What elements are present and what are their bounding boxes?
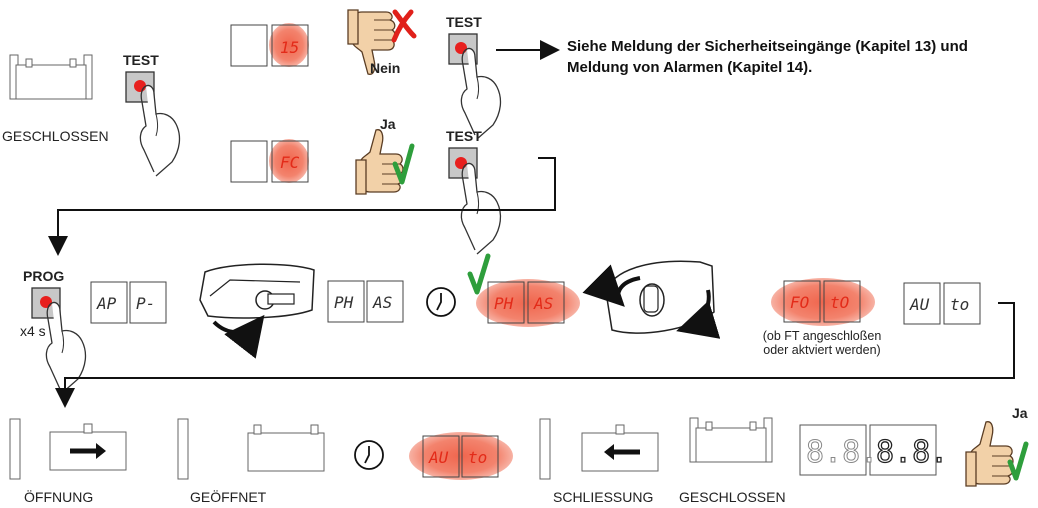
ft-note: (ob FT angeschloßen oder aktviert werden…: [742, 329, 902, 357]
test-button-2: [448, 33, 502, 140]
display-1-text: 15: [280, 38, 299, 57]
display-5: [476, 279, 580, 327]
display-4a-text: PH: [334, 293, 354, 312]
geschlossen-label-1: GESCHLOSSEN: [2, 128, 109, 144]
display-8b-text: to: [468, 448, 487, 467]
display-6: [771, 278, 875, 326]
gate-open-icon: [177, 418, 325, 480]
connector-row1-row2: [48, 157, 556, 256]
display-3a-text: AP: [96, 294, 117, 313]
display-6b-text: tO: [830, 293, 849, 312]
display-4: [327, 280, 404, 323]
key-lock-icon-1: [199, 263, 315, 359]
connector-row2-row3: [55, 302, 1015, 408]
test-button-1: [125, 71, 181, 177]
display-5a-text: PH: [494, 294, 514, 313]
ft-note-line1: (ob FT angeschloßen: [762, 329, 882, 343]
prog-time-label: x4 s: [20, 323, 46, 339]
schliessung-label: SCHLIESSUNG: [553, 489, 654, 505]
display-8a-text: AU: [428, 448, 449, 467]
display-9: [799, 424, 937, 476]
display-9a-text: 8.8.: [806, 435, 878, 470]
nein-label: Nein: [370, 60, 401, 76]
test-button-3: [448, 147, 502, 255]
clock-icon-2: [354, 440, 384, 470]
cross-icon: [391, 9, 417, 43]
display-8: [409, 432, 513, 480]
test-label-1: TEST: [123, 52, 159, 68]
display-1: [230, 23, 309, 67]
gate-closing-icon: [539, 418, 659, 480]
check-icon-2: [467, 253, 491, 295]
display-2: [230, 139, 309, 183]
gate-closed-icon-2: [689, 417, 773, 463]
geschlossen-label-2: GESCHLOSSEN: [679, 489, 786, 505]
display-7b-text: to: [950, 295, 969, 314]
ja-label-1: Ja: [380, 116, 396, 132]
safety-note: Siehe Meldung der Sicherheitseingänge (K…: [567, 38, 968, 76]
oeffnung-label: ÖFFNUNG: [24, 489, 94, 505]
test-label-2: TEST: [446, 14, 482, 30]
check-icon: [392, 143, 415, 185]
display-9b-text: 8.8.: [876, 435, 948, 470]
test-label-3: TEST: [446, 128, 482, 144]
clock-icon-1: [426, 287, 456, 317]
display-3: [90, 281, 167, 324]
geoeffnet-label: GEÖFFNET: [190, 489, 267, 505]
display-4b-text: AS: [372, 293, 392, 312]
ja-label-2: Ja: [1012, 405, 1028, 421]
display-2-text: FC: [280, 153, 300, 172]
gate-closed-icon: [9, 54, 93, 100]
display-6a-text: FO: [790, 293, 809, 312]
check-icon-3: [1007, 441, 1029, 481]
prog-button: [31, 287, 87, 394]
display-7: [903, 282, 981, 325]
gate-opening-icon: [9, 418, 127, 480]
key-lock-icon-2: [582, 260, 721, 339]
display-7a-text: AU: [909, 295, 930, 314]
prog-label: PROG: [23, 268, 65, 284]
thumb-up-icon-2: [965, 421, 1014, 487]
ft-note-line2: oder aktviert werden): [763, 343, 881, 357]
display-3b-text: P-: [136, 294, 155, 313]
display-5b-text: AS: [533, 294, 553, 313]
